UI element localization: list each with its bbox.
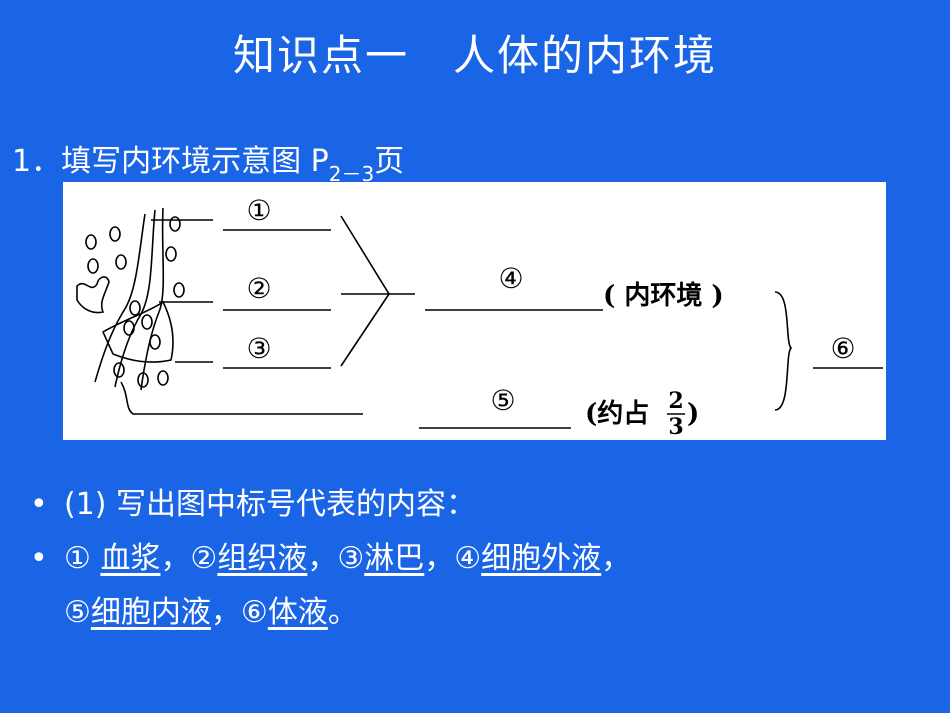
label-1: ① xyxy=(246,194,271,227)
bullet-text-2: ① 血浆，②组织液，③淋巴，④细胞外液， ⑤细胞内液，⑥体液。 xyxy=(64,532,631,640)
answer-5: 细胞内液 xyxy=(90,595,211,630)
answer-4: 细胞外液 xyxy=(481,541,602,576)
inner-environment-diagram: ① ② ③ ④ ⑤ ⑥ ( 内环境 ) (约占 2 3 ) xyxy=(63,182,886,440)
sep-2: ，③ xyxy=(307,541,365,576)
answer-list: • (1) 写出图中标号代表的内容： • ① 血浆，②组织液，③淋巴，④细胞外液… xyxy=(30,478,631,640)
label-5: ⑤ xyxy=(490,384,515,417)
sep-3: ，④ xyxy=(424,541,482,576)
approx-suffix: ) xyxy=(687,399,699,429)
question-1: 1．填写内环境示意图 P2－3页 xyxy=(12,136,404,187)
marker-1: ① xyxy=(64,541,101,576)
sep-4: ， xyxy=(601,541,632,576)
fraction-numerator: 2 xyxy=(668,388,683,414)
sep-1: ，② xyxy=(160,541,218,576)
diagram-svg: ① ② ③ ④ ⑤ ⑥ ( 内环境 ) (约占 2 3 ) xyxy=(76,194,883,440)
sep-6: 。 xyxy=(327,595,358,630)
label-2: ② xyxy=(246,272,271,305)
answer-3: 淋巴 xyxy=(364,541,425,576)
question-suffix: 页 xyxy=(374,144,405,179)
bullet-dot: • xyxy=(30,487,48,522)
inner-environment-label: ( 内环境 ) xyxy=(603,280,724,311)
bullet-item: • ① 血浆，②组织液，③淋巴，④细胞外液， ⑤细胞内液，⑥体液。 xyxy=(30,532,631,640)
bullet-item: • (1) 写出图中标号代表的内容： xyxy=(30,478,631,532)
bullet-text-1: (1) 写出图中标号代表的内容： xyxy=(64,487,477,522)
answer-6: 体液 xyxy=(267,595,328,630)
fraction-denominator: 3 xyxy=(668,414,683,440)
sep-5: ，⑥ xyxy=(210,595,268,630)
page-title: 知识点一 人体的内环境 xyxy=(232,31,717,80)
approx-prefix: (约占 xyxy=(585,398,649,429)
label-3: ③ xyxy=(246,332,271,365)
question-prefix: 1．填写内环境示意图 P xyxy=(12,144,329,179)
marker-5: ⑤ xyxy=(64,595,91,630)
tissue-drawing xyxy=(94,213,146,383)
answer-2: 组织液 xyxy=(217,541,308,576)
label-6: ⑥ xyxy=(830,332,855,365)
bullet-dot: • xyxy=(30,541,48,576)
label-4: ④ xyxy=(498,262,523,295)
answer-1: 血浆 xyxy=(100,541,161,576)
